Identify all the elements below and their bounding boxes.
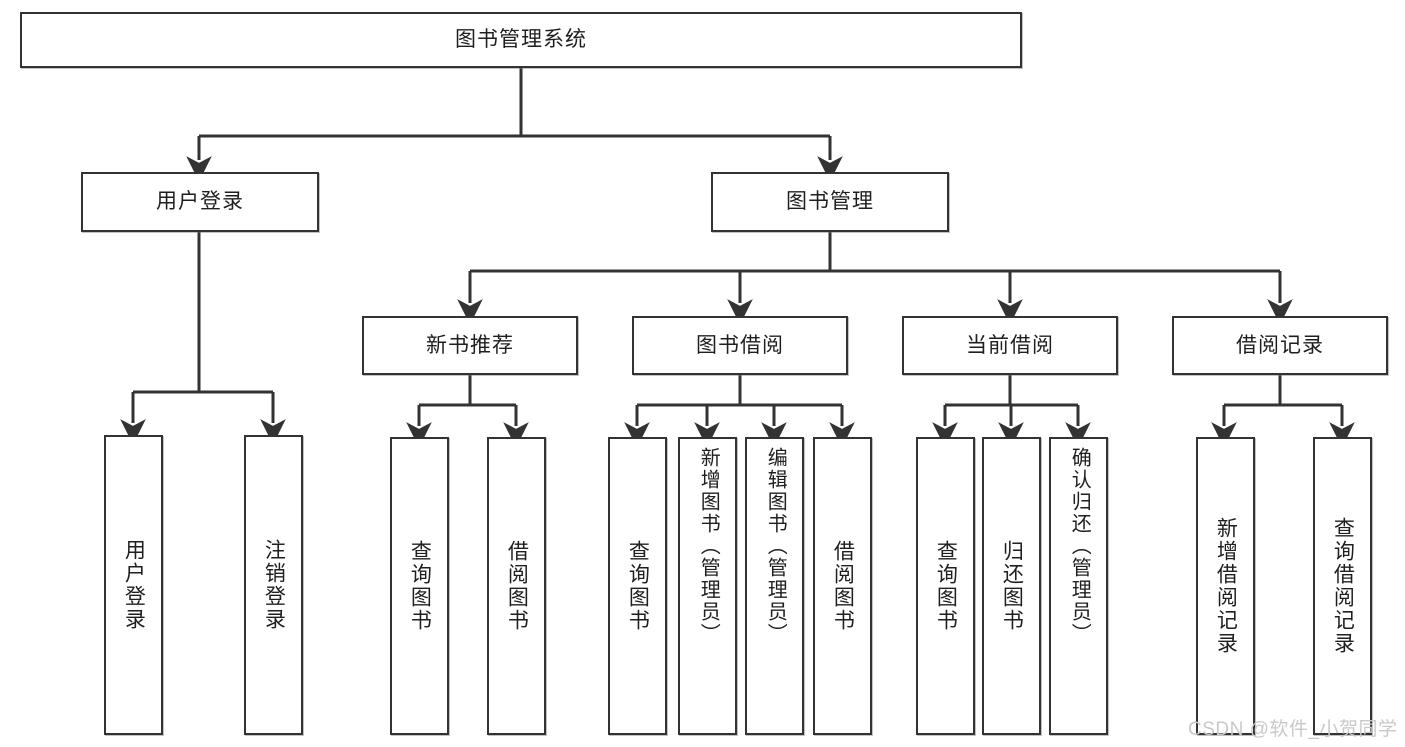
leaf-new-book-borrow[interactable]: 借阅图书 [487, 437, 546, 735]
node-label: 图书管理系统 [455, 28, 587, 52]
leaf-borrow-add-book-admin[interactable]: 新增图书（管理员） [678, 437, 737, 735]
node-label: 新增借阅记录 [1214, 517, 1238, 655]
leaf-user-login-signin[interactable]: 用户登录 [104, 435, 163, 735]
node-label: 注销登录 [262, 539, 286, 631]
leaf-borrow-borrow-book[interactable]: 借阅图书 [813, 437, 872, 735]
node-label: 用户登录 [122, 539, 146, 631]
csdn-watermark: CSDN @软件_小贺同学 [1188, 719, 1398, 740]
node-borrow-record[interactable]: 借阅记录 [1172, 316, 1388, 375]
node-label: 查询借阅记录 [1331, 517, 1355, 655]
leaf-borrow-query-book[interactable]: 查询图书 [608, 437, 667, 735]
node-label: 借阅图书 [505, 540, 529, 632]
node-label: 新增图书（管理员） [697, 447, 720, 645]
node-label: 借阅记录 [1236, 333, 1324, 357]
node-current-borrow[interactable]: 当前借阅 [902, 316, 1118, 375]
node-label: 图书借阅 [696, 333, 784, 357]
node-new-book-recommend[interactable]: 新书推荐 [362, 316, 578, 375]
leaf-current-confirm-return-admin[interactable]: 确认归还（管理员） [1049, 437, 1108, 735]
leaf-record-query-borrow-record[interactable]: 查询借阅记录 [1313, 437, 1372, 735]
leaf-borrow-edit-book-admin[interactable]: 编辑图书（管理员） [745, 437, 804, 735]
leaf-record-add-borrow-record[interactable]: 新增借阅记录 [1196, 437, 1255, 735]
node-root-book-management-system[interactable]: 图书管理系统 [20, 12, 1022, 68]
node-label: 图书管理 [786, 190, 874, 214]
node-label: 用户登录 [156, 190, 244, 214]
leaf-new-book-query[interactable]: 查询图书 [390, 437, 449, 735]
node-label: 新书推荐 [426, 333, 514, 357]
node-label: 当前借阅 [966, 333, 1054, 357]
leaf-current-return-book[interactable]: 归还图书 [982, 437, 1041, 735]
node-label: 查询图书 [626, 540, 650, 632]
node-label: 查询图书 [408, 540, 432, 632]
node-user-login[interactable]: 用户登录 [81, 172, 319, 232]
node-label: 编辑图书（管理员） [764, 447, 787, 645]
node-label: 归还图书 [1000, 540, 1024, 632]
node-label: 确认归还（管理员） [1068, 447, 1091, 645]
leaf-user-login-signout[interactable]: 注销登录 [244, 435, 303, 735]
node-label: 查询图书 [934, 540, 958, 632]
node-book-management[interactable]: 图书管理 [711, 172, 949, 232]
node-book-borrow[interactable]: 图书借阅 [632, 316, 848, 375]
leaf-current-query-book[interactable]: 查询图书 [916, 437, 975, 735]
node-label: 借阅图书 [831, 540, 855, 632]
